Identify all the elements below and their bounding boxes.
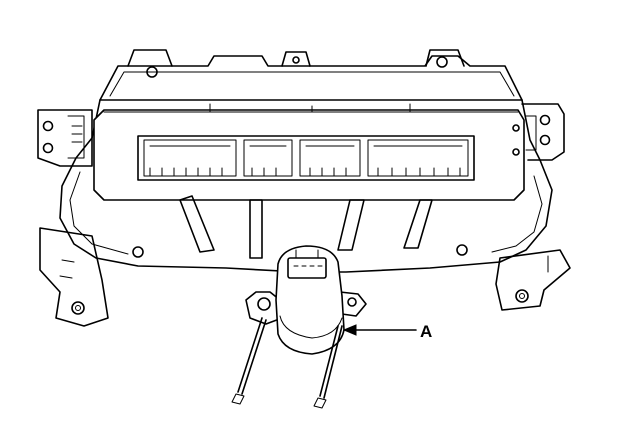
sensor-unit — [245, 245, 367, 355]
top-housing — [99, 49, 523, 101]
right-lower-bracket — [495, 249, 571, 311]
callout-label: A — [420, 322, 432, 341]
right-upper-bracket — [521, 103, 565, 161]
left-upper-bracket — [37, 109, 93, 167]
mounting-screws — [231, 317, 343, 409]
connector-block — [137, 135, 475, 181]
callout-a: A — [342, 322, 432, 341]
front-panel — [93, 103, 525, 201]
support-ribs — [132, 195, 468, 259]
left-lower-bracket — [39, 227, 109, 327]
